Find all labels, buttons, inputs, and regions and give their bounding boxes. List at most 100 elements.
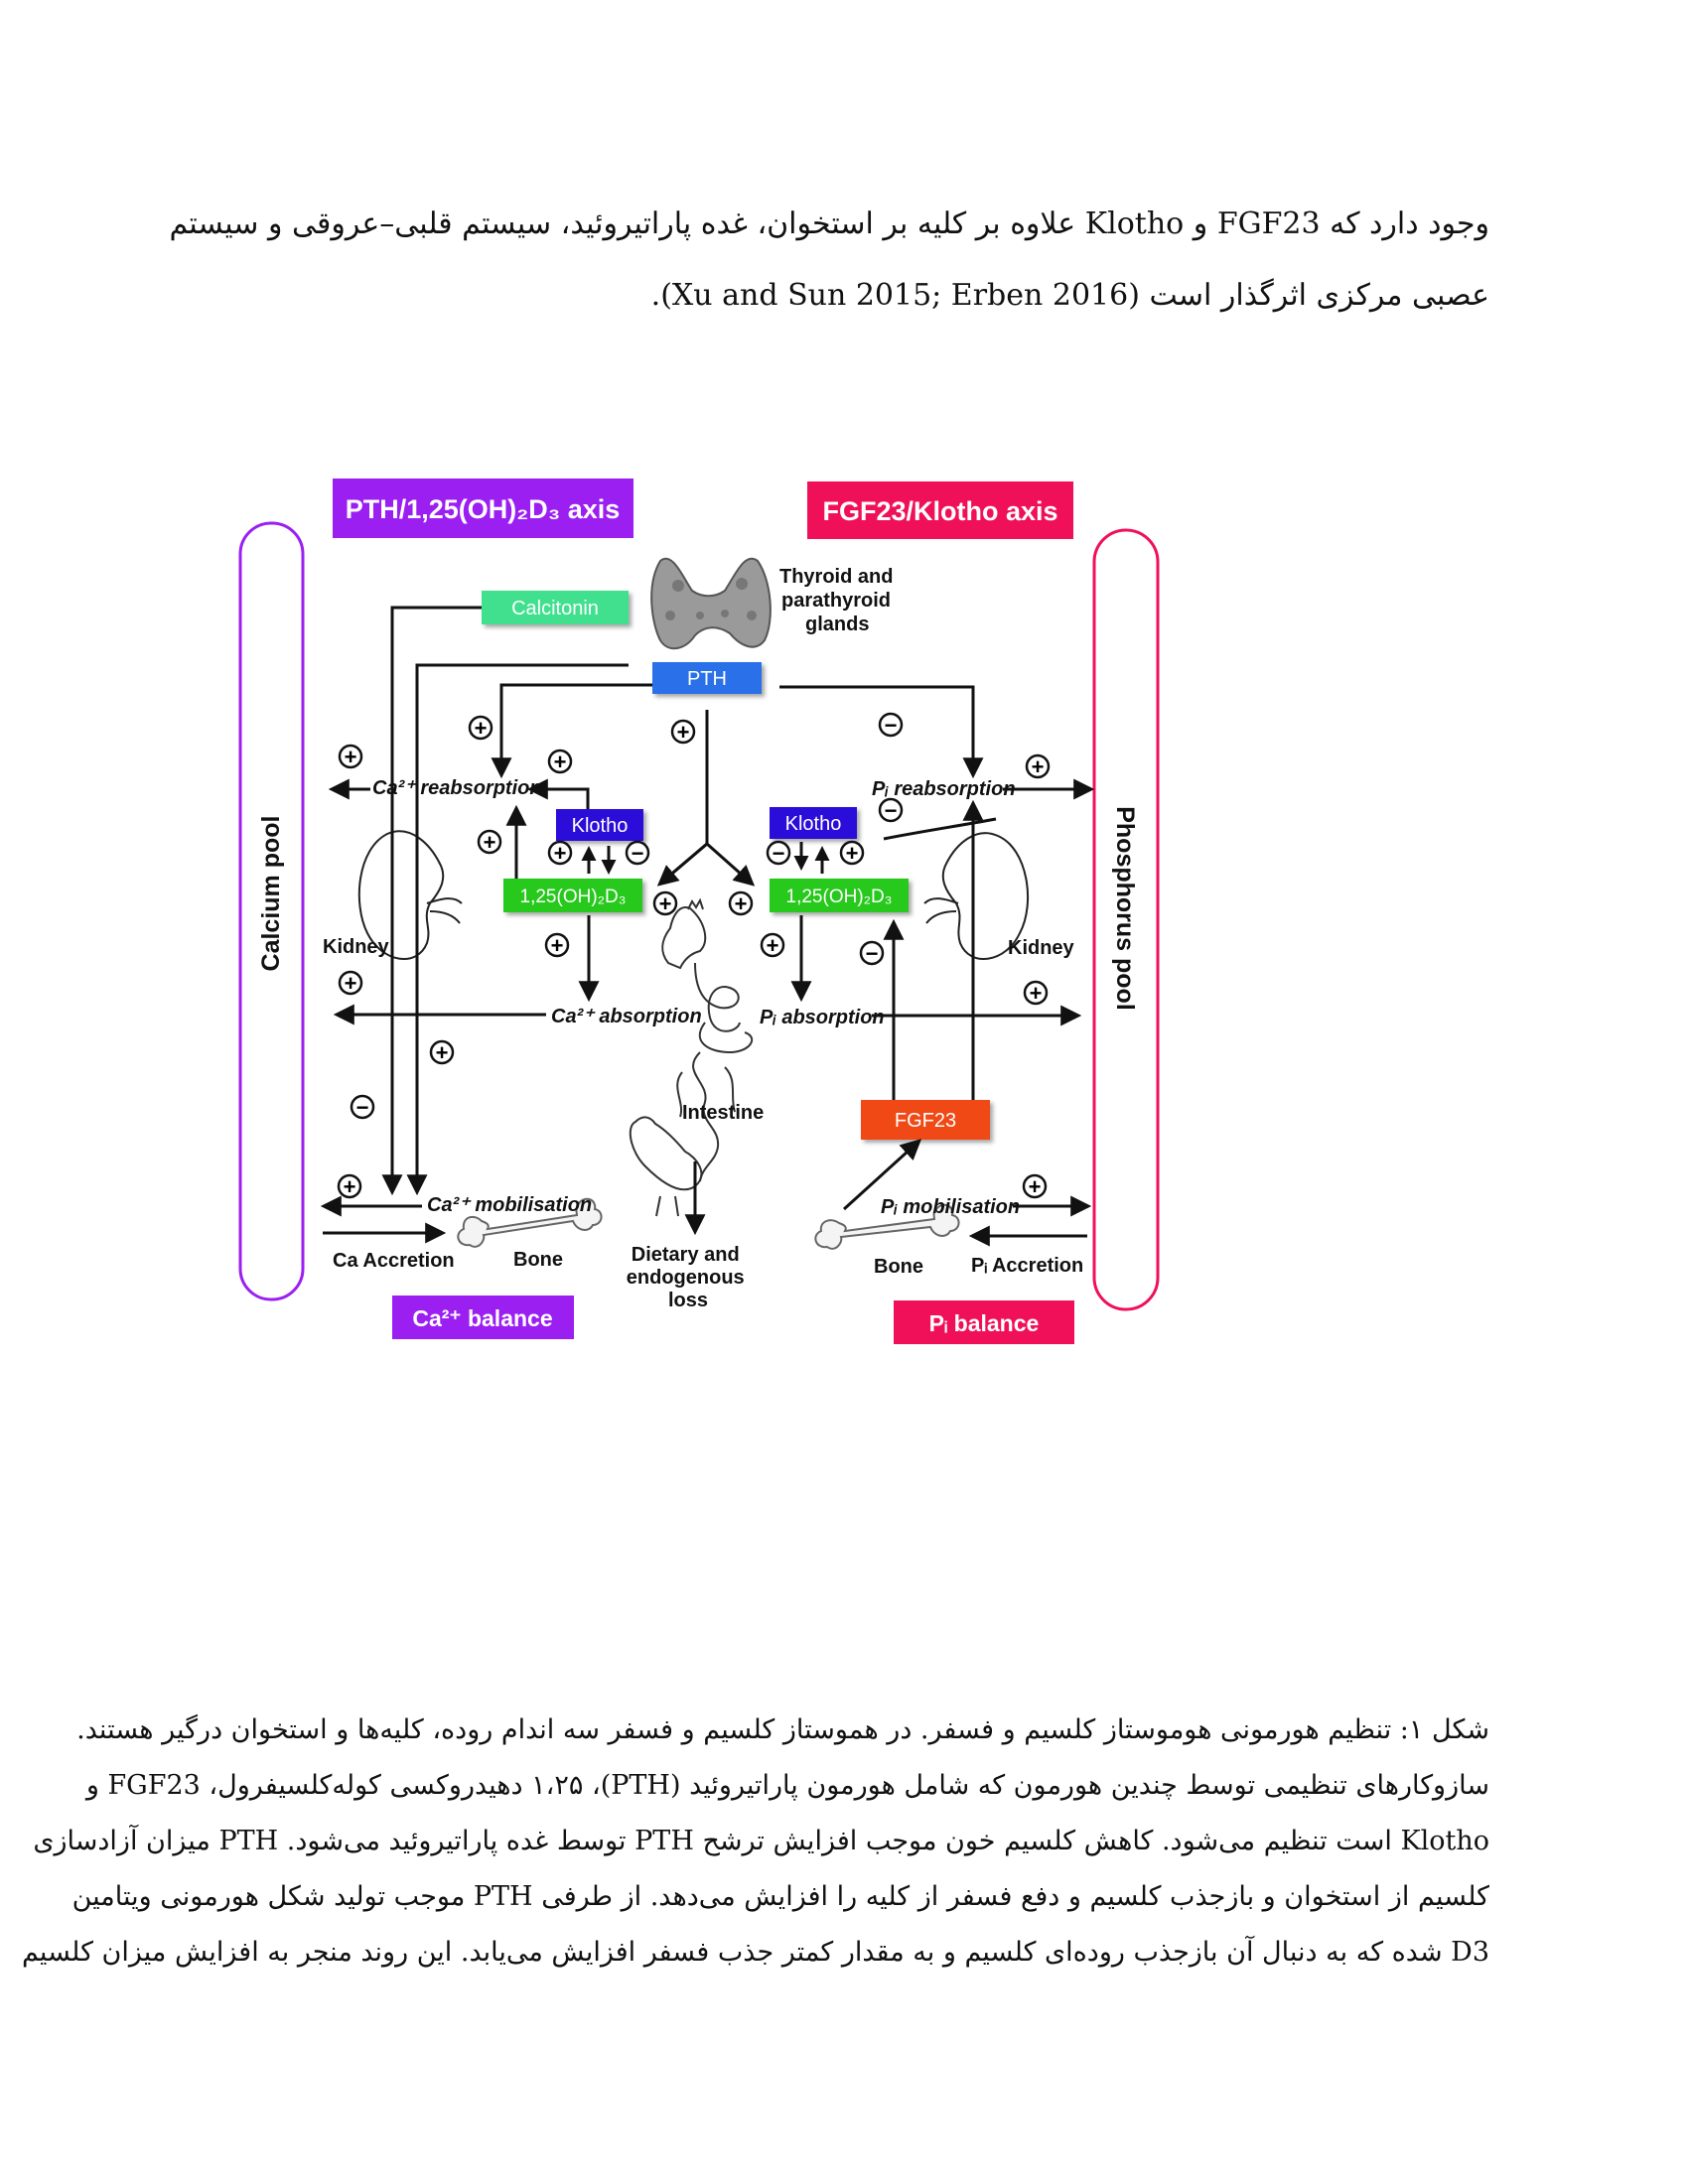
- svg-text:+: +: [484, 830, 496, 855]
- caption-line: D3 شده که به دنبال آن بازجذب روده‌ای کلس…: [21, 1937, 1489, 1968]
- axis-left-title: PTH/1,25(OH)₂D₃ axis: [346, 494, 621, 524]
- pi-absorption-label: Pᵢ absorption: [760, 1007, 885, 1028]
- axis-left-banner: PTH/1,25(OH)₂D₃ axis: [333, 478, 633, 538]
- ca-absorption-label: Ca²⁺ absorption: [551, 1006, 702, 1027]
- svg-text:+: +: [1030, 981, 1043, 1006]
- fgf23-box: FGF23: [861, 1100, 990, 1140]
- phosphorus-pool-label: Phosphorus pool: [1111, 806, 1139, 1011]
- svg-text:+: +: [554, 841, 567, 866]
- plus-icon: +: [760, 932, 785, 958]
- dietary-loss-label: Dietary and endogenous loss: [627, 1244, 750, 1311]
- plus-icon: +: [429, 1039, 455, 1065]
- plus-icon: +: [1022, 1173, 1048, 1199]
- vitd-left-label: 1,25(OH)₂D₃: [520, 887, 627, 907]
- svg-text:−: −: [866, 941, 879, 966]
- plus-icon: +: [337, 1173, 362, 1199]
- svg-text:+: +: [846, 841, 859, 866]
- ca-mobilisation-label: Ca²⁺ mobilisation: [427, 1194, 592, 1216]
- plus-icon: +: [547, 749, 573, 774]
- svg-text:+: +: [551, 933, 564, 958]
- svg-text:+: +: [767, 933, 779, 958]
- plus-icon: +: [338, 744, 363, 769]
- plus-icon: +: [547, 840, 573, 866]
- plus-icon: +: [670, 719, 696, 745]
- kidney-left-label: Kidney: [323, 936, 390, 958]
- svg-text:−: −: [885, 798, 898, 823]
- hen-illustration: [629, 1116, 703, 1217]
- vitd-right-box: 1,25(OH)₂D₃: [770, 879, 909, 912]
- svg-text:+: +: [345, 745, 357, 769]
- pi-mobilisation-label: Pᵢ mobilisation: [881, 1196, 1020, 1218]
- bone-left-label: Bone: [513, 1249, 563, 1271]
- minus-icon: −: [766, 840, 791, 866]
- kidney-left-illustration: [357, 830, 463, 960]
- svg-text:+: +: [677, 720, 690, 745]
- ca-reabsorption-label: Ca²⁺ reabsorption: [372, 777, 542, 799]
- minus-icon: −: [625, 840, 650, 866]
- calcitonin-box: Calcitonin: [482, 591, 629, 624]
- kidney-right-label: Kidney: [1008, 937, 1075, 959]
- intro-line: وجود دارد که FGF23 و Klotho علاوه بر کلی…: [169, 206, 1489, 241]
- thyroid-label: Thyroid and parathyroid glands: [779, 566, 899, 635]
- intestine-illustration: [676, 962, 754, 1182]
- caption-line: کلسیم از استخوان و بازجذب کلسیم و دفع فس…: [71, 1881, 1489, 1912]
- svg-text:+: +: [344, 1174, 356, 1199]
- minus-icon: −: [878, 797, 904, 823]
- rooster-illustration: [661, 897, 707, 970]
- kidney-right-illustration: [923, 832, 1030, 960]
- intestine-label: Intestine: [682, 1102, 764, 1124]
- connector-lines: [320, 606, 1095, 1247]
- bone-right-label: Bone: [874, 1256, 923, 1278]
- svg-text:−: −: [356, 1095, 369, 1120]
- pi-reabsorption-label: Pᵢ reabsorption: [872, 778, 1016, 800]
- svg-text:−: −: [773, 841, 785, 866]
- klotho-vitd-arrows: [581, 842, 830, 875]
- figure-caption: شکل ۱: تنظیم هورمونی هوموستاز کلسیم و فس…: [21, 1703, 1489, 1980]
- plus-icon: +: [544, 932, 570, 958]
- plus-icon: +: [1025, 753, 1051, 779]
- svg-text:+: +: [475, 716, 488, 741]
- pth-box: PTH: [652, 662, 762, 694]
- klotho-left-box: Klotho: [556, 809, 643, 841]
- calcitonin-label: Calcitonin: [511, 598, 599, 619]
- minus-icon: −: [350, 1094, 375, 1120]
- svg-text:+: +: [735, 891, 748, 916]
- intro-line: عصبی مرکزی اثرگذار است (Xu and Sun 2015;…: [650, 278, 1489, 313]
- bone-left-illustration: [457, 1197, 603, 1248]
- caption-line: شکل ۱: تنظیم هورمونی هوموستاز کلسیم و فس…: [76, 1714, 1489, 1745]
- ca-balance-banner: Ca²⁺ balance: [392, 1296, 574, 1339]
- ca-balance-label: Ca²⁺ balance: [412, 1305, 552, 1331]
- pi-balance-label: Pᵢ balance: [929, 1310, 1040, 1336]
- caption-line: Klotho است تنظیم می‌شود. کاهش کلسیم خون …: [33, 1826, 1489, 1856]
- svg-text:−: −: [632, 841, 644, 866]
- svg-text:+: +: [345, 971, 357, 996]
- klotho-left-label: Klotho: [572, 815, 629, 837]
- bone-right-illustration: [814, 1203, 960, 1250]
- calcium-pool: Calcium pool: [238, 521, 305, 1301]
- klotho-right-label: Klotho: [785, 813, 842, 835]
- svg-text:−: −: [885, 713, 898, 738]
- svg-text:+: +: [1032, 754, 1045, 779]
- plus-icon: +: [839, 840, 865, 866]
- calcium-pool-label: Calcium pool: [257, 816, 285, 972]
- svg-text:+: +: [659, 891, 672, 916]
- regulation-markers: + + + + + + − + + + + − + − − + − + + + …: [337, 712, 1051, 1199]
- plus-icon: +: [477, 829, 502, 855]
- minus-icon: −: [859, 940, 885, 966]
- axis-right-title: FGF23/Klotho axis: [822, 496, 1057, 526]
- pi-balance-banner: Pᵢ balance: [894, 1300, 1074, 1344]
- vitd-right-label: 1,25(OH)₂D₃: [786, 887, 893, 907]
- minus-icon: −: [878, 712, 904, 738]
- fgf23-label: FGF23: [895, 1110, 956, 1132]
- klotho-right-box: Klotho: [770, 807, 857, 839]
- hormonal-regulation-figure: PTH/1,25(OH)₂D₃ axis FGF23/Klotho axis C…: [194, 467, 1504, 1693]
- svg-text:+: +: [436, 1040, 449, 1065]
- caption-line: سازوکارهای تنظیمی توسط چندین هورمون که ش…: [85, 1770, 1489, 1801]
- intro-paragraph: وجود دارد که FGF23 و Klotho علاوه بر کلی…: [169, 189, 1489, 332]
- pth-label: PTH: [687, 668, 727, 690]
- plus-icon: +: [338, 970, 363, 996]
- ca-accretion-label: Ca Accretion: [333, 1250, 455, 1272]
- svg-text:+: +: [1029, 1174, 1042, 1199]
- phosphorus-pool: Phosphorus pool: [1092, 528, 1160, 1311]
- plus-icon: +: [728, 890, 754, 916]
